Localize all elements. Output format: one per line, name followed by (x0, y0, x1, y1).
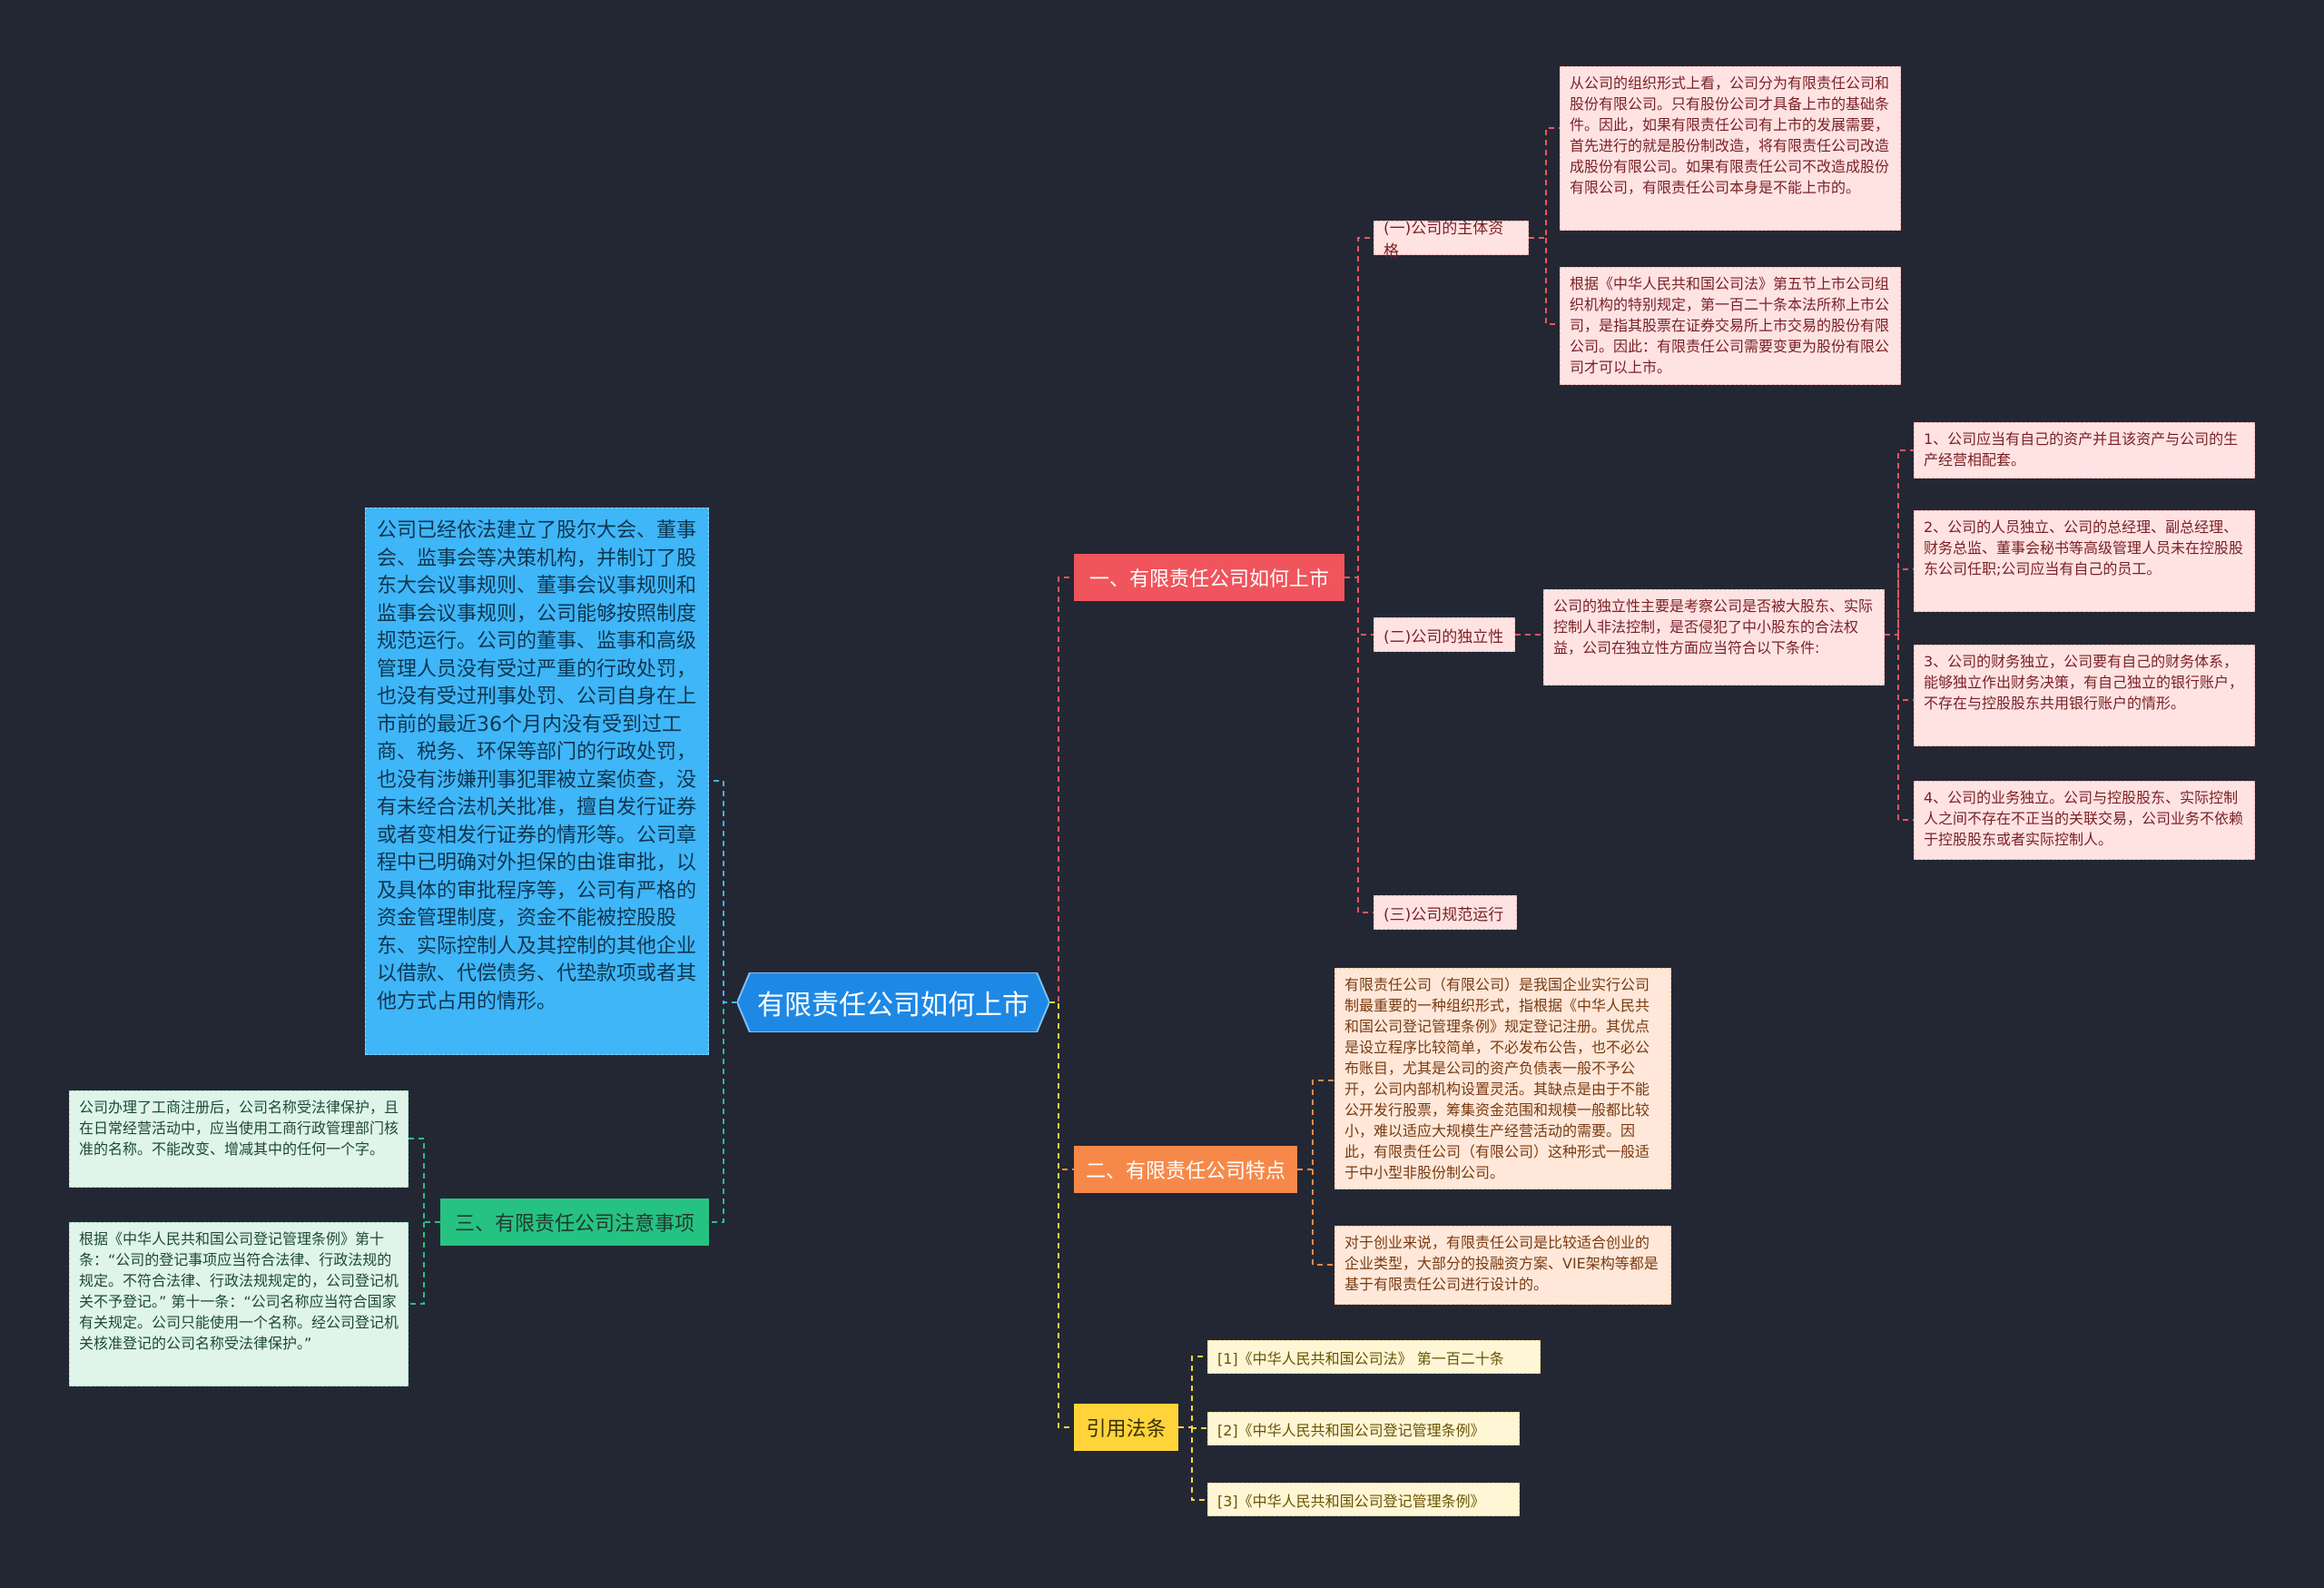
leaf-company-law-text: 根据《中华人民共和国公司法》第五节上市公司组织机构的特别规定，第一百二十条本法所… (1570, 275, 1890, 376)
branch-features[interactable]: 二、有限责任公司特点 (1074, 1146, 1297, 1193)
root-label: 有限责任公司如何上市 (757, 990, 1029, 1021)
citation-1-text: [1]《中华人民共和国公司法》 第一百二十条 (1217, 1349, 1504, 1367)
sub-independence[interactable]: (二)公司的独立性 (1374, 617, 1515, 652)
root-shape (737, 972, 1049, 1032)
connector-left-leaf (709, 780, 737, 1003)
leaf-independence-desc[interactable]: 公司的独立性主要是考察公司是否被大股东、实际控制人非法控制，是否侵犯了中小股东的… (1543, 589, 1885, 686)
connector-branch2 (1049, 1001, 1074, 1170)
connector-sub2 (1515, 449, 1914, 821)
connector-branch4 (1049, 1001, 1074, 1428)
branch-features-label: 二、有限责任公司特点 (1085, 1160, 1285, 1183)
leaf-company-form[interactable]: 从公司的组织形式上看，公司分为有限责任公司和股份有限公司。只有股份公司才具备上市… (1560, 66, 1901, 231)
leaf-independence-item-4-text: 4、公司的业务独立。公司与控股股东、实际控制人之间不存在不正当的关联交易，公司业… (1924, 789, 2244, 848)
citation-2-text: [2]《中华人民共和国公司登记管理条例》 (1217, 1421, 1485, 1439)
sub-standard-operation-label: (三)公司规范运行 (1384, 905, 1504, 924)
sub-independence-label: (二)公司的独立性 (1384, 627, 1504, 646)
leaf-independence-item-3[interactable]: 3、公司的财务独立，公司要有自己的财务体系，能够独立作出财务决策，有自己独立的银… (1914, 645, 2255, 746)
branch-listing[interactable]: 一、有限责任公司如何上市 (1074, 554, 1344, 601)
branch-notes-label: 三、有限责任公司注意事项 (454, 1213, 694, 1236)
sub-standard-operation[interactable]: (三)公司规范运行 (1374, 895, 1517, 930)
connector-branch3 (709, 1001, 737, 1223)
sub-subject-qualification-label: (一)公司的主体资格 (1384, 220, 1504, 261)
leaf-features-desc-text: 有限责任公司（有限公司）是我国企业实行公司制最重要的一种组织形式，指根据《中华人… (1344, 976, 1650, 1181)
connector-sub1-leaves (1529, 127, 1560, 325)
leaf-notes-name[interactable]: 公司办理了工商注册后，公司名称受法律保护，且在日常经营活动中，应当使用工商行政管… (69, 1090, 409, 1188)
leaf-company-form-text: 从公司的组织形式上看，公司分为有限责任公司和股份有限公司。只有股份公司才具备上市… (1570, 74, 1890, 196)
connector-branch3-leaves (409, 1138, 440, 1305)
leaf-independence-item-2-text: 2、公司的人员独立、公司的总经理、副总经理、财务总监、董事会秘书等高级管理人员未… (1924, 518, 2244, 577)
root-node[interactable]: 有限责任公司如何上市 (737, 972, 1049, 1032)
sub-subject-qualification[interactable]: (一)公司的主体资格 (1374, 220, 1529, 261)
connector-branch2-leaves (1297, 1080, 1334, 1266)
leaf-features-startup-text: 对于创业来说，有限责任公司是比较适合创业的企业类型，大部分的投融资方案、VIE架… (1344, 1234, 1659, 1293)
leaf-notes-name-text: 公司办理了工商注册后，公司名称受法律保护，且在日常经营活动中，应当使用工商行政管… (79, 1099, 399, 1158)
branch-notes[interactable]: 三、有限责任公司注意事项 (440, 1198, 709, 1246)
leaf-features-startup[interactable]: 对于创业来说，有限责任公司是比较适合创业的企业类型，大部分的投融资方案、VIE架… (1334, 1226, 1671, 1305)
connector-branch1 (1049, 577, 1074, 1003)
branch-citations-label: 引用法条 (1086, 1418, 1167, 1441)
connector-branch1-subs (1344, 237, 1374, 913)
citation-1[interactable]: [1]《中华人民共和国公司法》 第一百二十条 (1207, 1340, 1541, 1374)
citation-3-text: [3]《中华人民共和国公司登记管理条例》 (1217, 1492, 1485, 1510)
leaf-independence-item-3-text: 3、公司的财务独立，公司要有自己的财务体系，能够独立作出财务决策，有自己独立的银… (1924, 653, 2244, 712)
leaf-company-law[interactable]: 根据《中华人民共和国公司法》第五节上市公司组织机构的特别规定，第一百二十条本法所… (1560, 267, 1901, 385)
citation-2[interactable]: [2]《中华人民共和国公司登记管理条例》 (1207, 1412, 1520, 1445)
branch-citations[interactable]: 引用法条 (1074, 1404, 1178, 1451)
leaf-independence-desc-text: 公司的独立性主要是考察公司是否被大股东、实际控制人非法控制，是否侵犯了中小股东的… (1553, 597, 1874, 656)
leaf-independence-item-1[interactable]: 1、公司应当有自己的资产并且该资产与公司的生产经营相配套。 (1914, 422, 2255, 478)
leaf-features-desc[interactable]: 有限责任公司（有限公司）是我国企业实行公司制最重要的一种组织形式，指根据《中华人… (1334, 968, 1671, 1189)
leaf-independence-item-4[interactable]: 4、公司的业务独立。公司与控股股东、实际控制人之间不存在不正当的关联交易，公司业… (1914, 781, 2255, 860)
leaf-notes-regulation[interactable]: 根据《中华人民共和国公司登记管理条例》第十条：“公司的登记事项应当符合法律、行政… (69, 1222, 409, 1386)
leaf-governance-text: 公司已经依法建立了股尔大会、董事会、监事会等决策机构，并制订了股东大会议事规则、… (377, 519, 697, 1013)
leaf-independence-item-2[interactable]: 2、公司的人员独立、公司的总经理、副总经理、财务总监、董事会秘书等高级管理人员未… (1914, 510, 2255, 612)
branch-listing-label: 一、有限责任公司如何上市 (1088, 568, 1329, 591)
citation-3[interactable]: [3]《中华人民共和国公司登记管理条例》 (1207, 1483, 1520, 1516)
leaf-governance[interactable]: 公司已经依法建立了股尔大会、董事会、监事会等决策机构，并制订了股东大会议事规则、… (365, 508, 709, 1055)
connector-branch4-leaves (1178, 1356, 1207, 1501)
leaf-notes-regulation-text: 根据《中华人民共和国公司登记管理条例》第十条：“公司的登记事项应当符合法律、行政… (79, 1230, 399, 1352)
leaf-independence-item-1-text: 1、公司应当有自己的资产并且该资产与公司的生产经营相配套。 (1924, 430, 2239, 469)
